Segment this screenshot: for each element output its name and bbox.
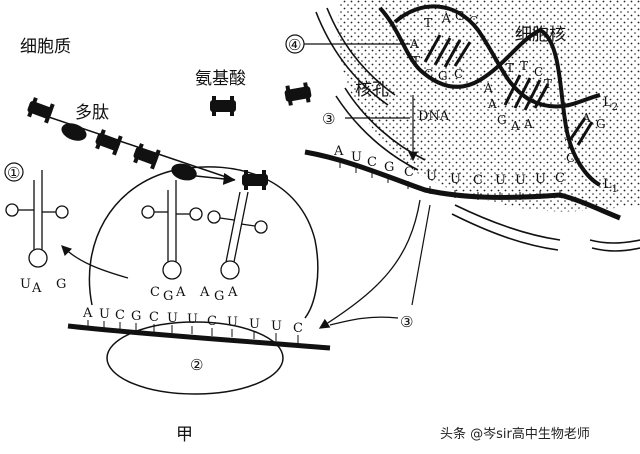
mrna-export-arrow [318, 199, 421, 329]
mrna-nucleus [304, 149, 621, 221]
cytoplasm-label: 细胞质 [20, 37, 71, 57]
amino-acid-label: 氨基酸 [195, 69, 246, 89]
dna-base: T [520, 59, 528, 73]
trna-exit-arrow [61, 245, 129, 279]
mrna-base: G [131, 309, 141, 324]
dna-base: A [441, 11, 451, 25]
marker-3-leader [329, 316, 399, 326]
nuclear-pore-label: 核孔 [355, 80, 389, 100]
dna-base: A [581, 111, 591, 125]
mrna-base: U [249, 317, 260, 332]
trna-a-anticodon: C G A [150, 285, 186, 304]
watermark: 头条 @岑sir高中生物老师 [440, 426, 590, 442]
dna-helix [378, 4, 602, 187]
dna-base: C [534, 65, 543, 79]
svg-text:U: U [20, 277, 31, 292]
mrna-base: U [271, 319, 282, 334]
marker-3-leader-2 [411, 204, 431, 306]
dna-base: C [566, 151, 575, 165]
dna-base: T [424, 16, 432, 30]
svg-text:A: A [199, 285, 210, 300]
amino-acid-attached [242, 170, 268, 190]
trna-free [5, 170, 69, 268]
dna-base: T [506, 61, 514, 75]
dna-base: A [523, 117, 533, 131]
mrna-base: C [115, 308, 125, 323]
svg-text:C: C [150, 285, 160, 300]
dna-base: C [469, 14, 478, 28]
marker-3-upper: ③ [322, 110, 335, 128]
svg-text:②: ② [190, 356, 203, 374]
dna-base: T [544, 77, 552, 91]
dna-base: G [438, 69, 448, 83]
dna-base-letters: T A G C A T C G C T T C T A A G A A A G … [409, 9, 606, 165]
amino-acid-free-1 [210, 96, 236, 116]
strand-label-l1: L1 [603, 177, 618, 195]
mrna-base: C [367, 155, 377, 170]
dna-base: G [455, 9, 465, 23]
trna-a [141, 180, 203, 280]
mrna-base: C [473, 173, 483, 188]
mrna-ribosome-ticks [87, 320, 299, 343]
figure-name: 甲 [176, 425, 193, 445]
svg-text:G: G [163, 289, 173, 304]
marker-1-circle [4, 162, 24, 182]
dna-base: A [483, 81, 493, 95]
mrna-ribosome-bases: A U C G C U U C U U U C [82, 306, 303, 336]
svg-text:A: A [227, 285, 238, 300]
mrna-base: U [426, 169, 437, 184]
marker-2: ② [190, 356, 203, 374]
dna-base: A [487, 97, 497, 111]
marker-3-lower: ③ [400, 313, 413, 331]
mrna-base: U [227, 315, 238, 330]
dna-base: G [497, 113, 507, 127]
mrna-nucleus-ticks [339, 160, 561, 200]
svg-text:A: A [175, 285, 186, 300]
mrna-ribosome [67, 323, 331, 351]
mrna-base: A [82, 306, 93, 321]
mrna-base: C [207, 314, 217, 329]
mrna-base: G [384, 160, 394, 175]
svg-text:G: G [56, 277, 66, 292]
dna-base: T [412, 54, 420, 68]
mrna-base: U [351, 150, 362, 165]
polypeptide-label: 多肽 [75, 103, 109, 123]
mrna-base: U [450, 172, 461, 187]
dna-base: C [424, 67, 433, 81]
mrna-base: U [99, 307, 110, 322]
marker-1: ① [7, 164, 20, 182]
polypeptide-chain [27, 97, 236, 185]
ribosome-large-subunit [88, 166, 319, 319]
trna-free-anticodon: U A G [20, 277, 66, 296]
svg-text:G: G [214, 289, 224, 304]
mrna-base: C [293, 321, 303, 336]
dna-strand-l1 [378, 6, 602, 187]
mrna-base: U [515, 173, 526, 188]
mrna-base: C [555, 171, 565, 186]
mrna-base: U [167, 311, 178, 326]
marker-4: ④ [288, 36, 301, 54]
dna-base: C [454, 67, 463, 81]
mrna-nucleus-bases: A U C G C U U C U U U C [333, 144, 565, 188]
dna-label: DNA [418, 109, 450, 124]
mrna-base: C [404, 165, 414, 180]
dna-base-pairs [423, 34, 594, 146]
strand-label-l2: L2 [603, 95, 618, 113]
svg-text:A: A [31, 281, 42, 296]
mrna-base: A [333, 144, 344, 159]
dna-base: A [409, 37, 419, 51]
amino-acid-free-2 [284, 82, 312, 106]
dna-base: A [510, 119, 520, 133]
trna-b [207, 191, 268, 280]
mrna-base: U [535, 172, 546, 187]
dna-base: T [565, 137, 573, 151]
mrna-base: U [187, 312, 198, 327]
mrna-base: C [149, 310, 159, 325]
trna-b-anticodon: A G A [199, 285, 238, 304]
nucleus-label: 细胞核 [515, 25, 566, 45]
dna-base: G [596, 117, 606, 131]
mrna-base: U [495, 173, 506, 188]
